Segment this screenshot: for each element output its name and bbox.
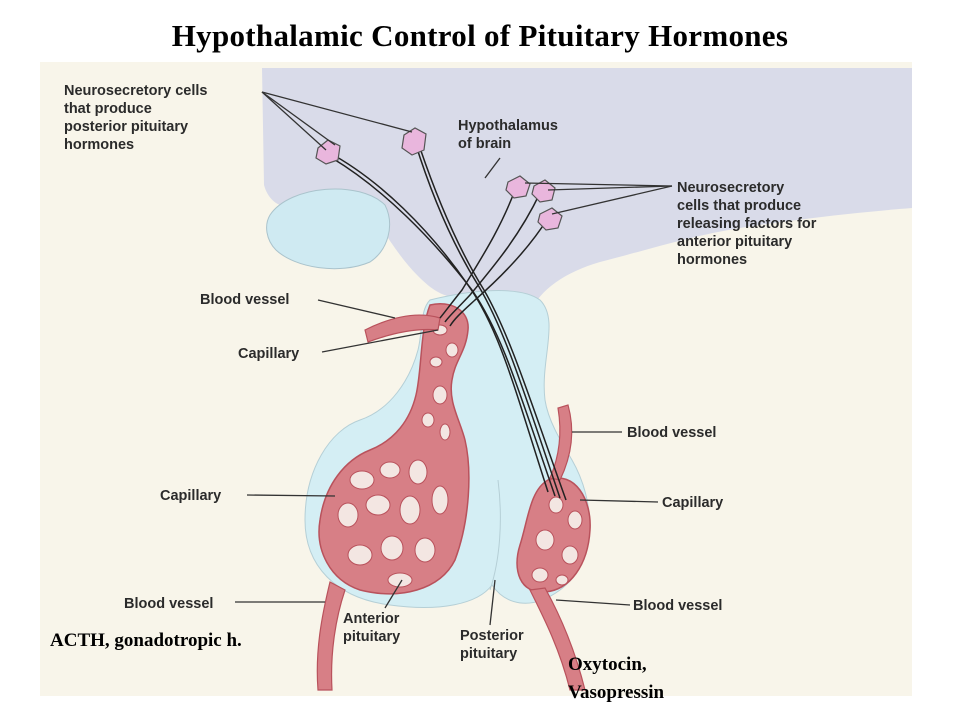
caption-anterior-hormones: ACTH, gonadotropic h. [50, 630, 242, 651]
label-capillary-upper-left: Capillary [238, 346, 299, 362]
label-hypothalamus: Hypothalamus of brain [458, 118, 562, 152]
blood-vessel-upper-right [549, 404, 573, 481]
hypothalamus-tissue [262, 68, 912, 312]
anterior-capillary-bed [318, 303, 470, 595]
axon-tracts [327, 141, 567, 501]
label-blood-vessel-lower-left: Blood vessel [124, 596, 213, 612]
label-blood-vessel-right-upper: Blood vessel [627, 425, 716, 441]
blood-vessel-lower-left [316, 581, 346, 691]
blood-vessel-lower-right [529, 587, 586, 691]
label-capillary-left: Capillary [160, 488, 221, 504]
label-posterior-pituitary: Posterior pituitary [460, 628, 528, 662]
optic-chiasm [266, 188, 391, 270]
leader-lines [235, 91, 673, 626]
pituitary-cleft [489, 479, 501, 591]
label-anterior-pituitary: Anterior pituitary [343, 611, 403, 645]
label-blood-vessel-lower-right: Blood vessel [633, 598, 722, 614]
label-neurosecretory-anterior: Neurosecretory cells that produce releas… [677, 180, 820, 268]
label-neurosecretory-posterior: Neurosecretory cells that produce poster… [64, 83, 212, 153]
page-title: Hypothalamic Control of Pituitary Hormon… [171, 18, 789, 53]
label-blood-vessel-upper-left: Blood vessel [200, 292, 289, 308]
label-capillary-right: Capillary [662, 495, 723, 511]
posterior-capillary-bed [516, 477, 591, 593]
blood-vessels [316, 314, 586, 691]
caption-posterior-hormones: Oxytocin, Vasopressin [568, 654, 665, 703]
